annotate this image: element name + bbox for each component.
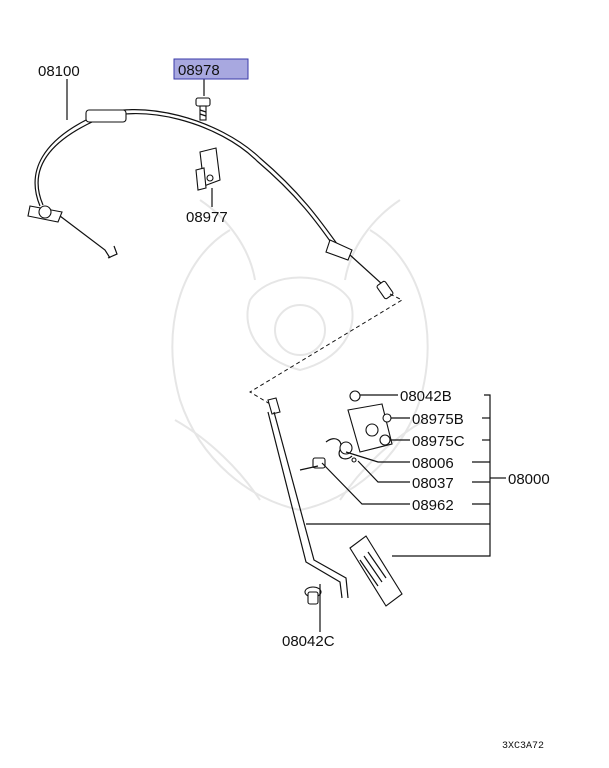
bushing-08042c-icon[interactable] bbox=[304, 586, 322, 605]
callout-08100[interactable]: 08100 bbox=[38, 63, 80, 80]
bushing-08042b-icon bbox=[349, 390, 361, 402]
clip-08977-icon[interactable] bbox=[195, 147, 221, 191]
pedal-bracket-assembly[interactable] bbox=[325, 390, 393, 463]
cable-grommet-icon bbox=[85, 109, 127, 123]
callout-08042c[interactable]: 08042C bbox=[282, 633, 335, 650]
callout-08977[interactable]: 08977 bbox=[186, 209, 228, 226]
bushing-08975c-icon bbox=[379, 434, 391, 446]
callout-08975c[interactable]: 08975C bbox=[412, 433, 465, 450]
callout-08006[interactable]: 08006 bbox=[412, 455, 454, 472]
throttle-cable[interactable] bbox=[27, 109, 394, 300]
accelerator-pedal-arm[interactable] bbox=[267, 397, 349, 599]
watermark-emblem bbox=[171, 199, 429, 512]
callout-08975b[interactable]: 08975B bbox=[412, 411, 464, 428]
bolt-08978-icon[interactable] bbox=[195, 97, 211, 121]
accelerator-pedal-pad[interactable] bbox=[349, 535, 403, 607]
callout-08978[interactable]: 08978 bbox=[178, 62, 220, 79]
callout-08962[interactable]: 08962 bbox=[412, 497, 454, 514]
diagram-code: 3XC3A72 bbox=[502, 741, 544, 752]
callout-08037[interactable]: 08037 bbox=[412, 475, 454, 492]
callout-08042b[interactable]: 08042B bbox=[400, 388, 452, 405]
leader-lines bbox=[66, 79, 506, 632]
bushing-08975b-icon bbox=[382, 413, 392, 423]
pin-08962-icon[interactable] bbox=[299, 457, 326, 471]
highlight-box bbox=[173, 58, 249, 80]
cable-bracket-fitting-icon bbox=[325, 239, 353, 261]
connection-lines bbox=[249, 293, 404, 405]
callout-08000[interactable]: 08000 bbox=[508, 471, 550, 488]
